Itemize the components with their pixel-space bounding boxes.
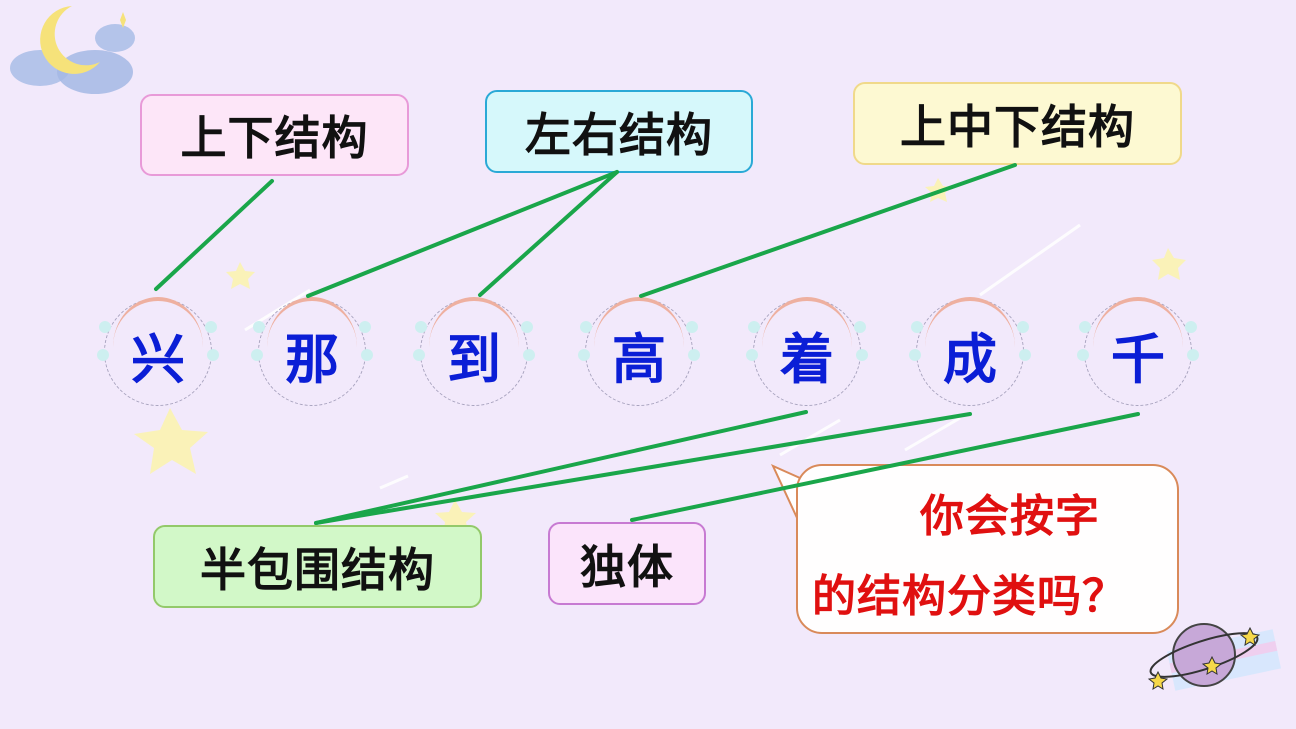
- category-label: 左右结构: [525, 107, 713, 162]
- character-glyph: 那: [285, 326, 339, 391]
- character-circle[interactable]: 着: [746, 297, 868, 406]
- category-left-right[interactable]: 左右结构: [485, 90, 753, 173]
- character-circle[interactable]: 高: [578, 297, 700, 406]
- character-glyph: 千: [1111, 326, 1165, 391]
- category-half-enclosed[interactable]: 半包围结构: [153, 525, 482, 608]
- speech-bubble: 你会按字 的结构分类吗？: [796, 464, 1179, 634]
- character-glyph: 兴: [131, 326, 185, 391]
- character-circle[interactable]: 兴: [97, 297, 219, 406]
- category-top-bottom[interactable]: 上下结构: [140, 94, 409, 176]
- planet-icon: [1147, 623, 1281, 691]
- category-top-middle-bottom[interactable]: 上中下结构: [853, 82, 1182, 165]
- character-circle[interactable]: 千: [1077, 297, 1199, 406]
- category-single[interactable]: 独体: [548, 522, 706, 605]
- character-glyph: 着: [780, 326, 834, 391]
- character-circle[interactable]: 成: [909, 297, 1031, 406]
- category-label: 半包围结构: [200, 542, 435, 597]
- bubble-text-line2: 的结构分类吗？: [812, 571, 1127, 622]
- character-circle[interactable]: 到: [413, 297, 535, 406]
- moon-cloud-icon: [10, 6, 135, 94]
- category-label: 独体: [580, 539, 674, 594]
- category-label: 上中下结构: [900, 99, 1135, 154]
- character-glyph: 高: [612, 326, 666, 391]
- character-glyph: 到: [447, 326, 501, 391]
- bubble-text-line1: 你会按字: [920, 491, 1100, 542]
- category-label: 上下结构: [180, 111, 369, 165]
- character-glyph: 成: [943, 326, 997, 391]
- character-circle[interactable]: 那: [251, 297, 373, 406]
